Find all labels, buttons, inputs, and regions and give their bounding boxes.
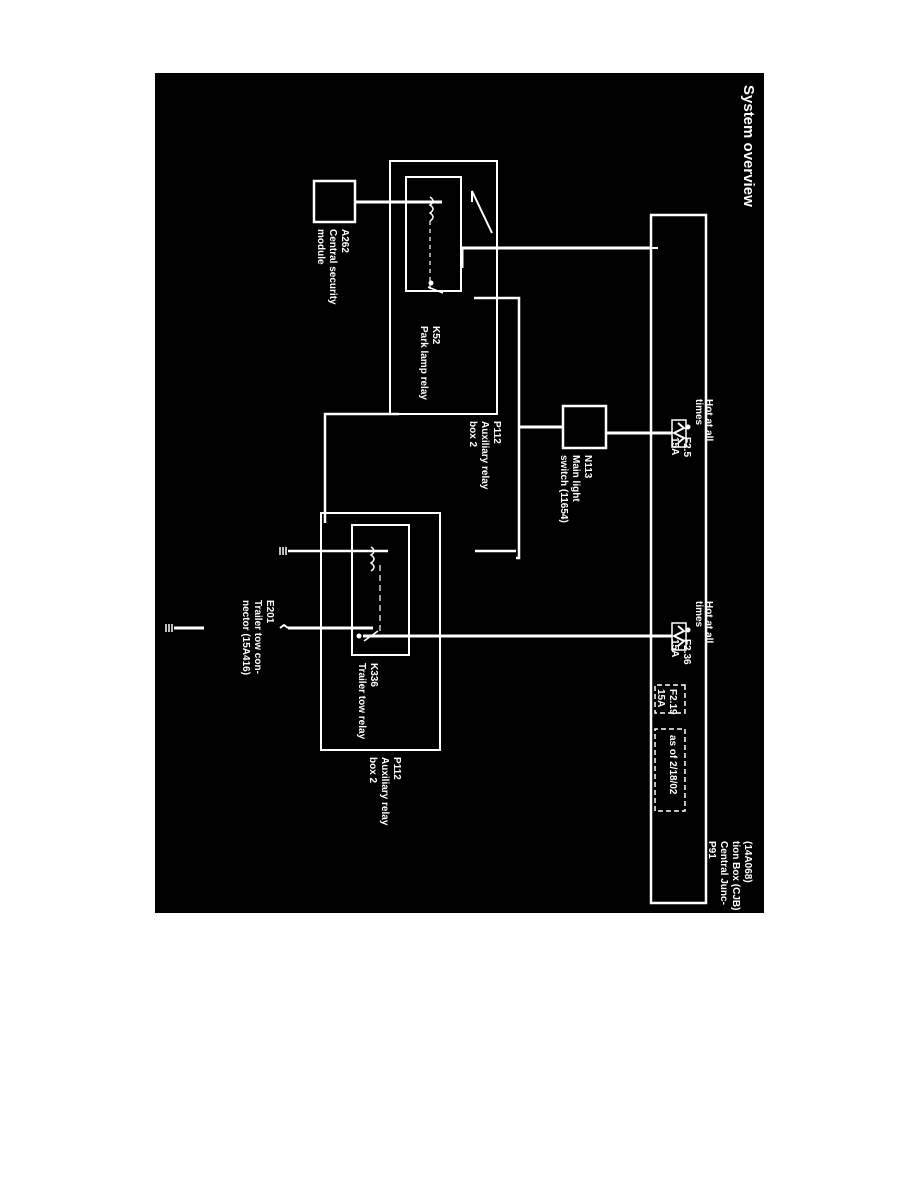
k336-id: K336 <box>368 663 379 687</box>
k52-id: K52 <box>430 326 441 345</box>
a262-line1: Central security <box>327 229 338 305</box>
p112-auxiliary-relay-box-lower <box>320 512 441 751</box>
wire-k52-to-k336 <box>323 412 399 523</box>
p91-label-id: P91 <box>706 841 717 859</box>
fuse-f2-19-note-box <box>654 728 686 812</box>
p112-b-line1: Auxiliary relay <box>379 757 390 826</box>
wire-branch-vertical <box>516 296 521 560</box>
e201-id: E201 <box>264 600 275 624</box>
a262-line2: module <box>315 229 326 265</box>
fuse-f2-5-dot <box>685 424 691 430</box>
k336-line1: Trailer tow relay <box>356 663 367 740</box>
p112-b-id: P112 <box>391 757 402 780</box>
k52-park-lamp-relay-box <box>405 176 462 292</box>
p112-a-line1: Auxiliary relay <box>479 421 490 490</box>
diagram-background <box>155 73 764 913</box>
ground-icon <box>279 547 287 555</box>
n113-id: N113 <box>582 455 593 479</box>
diagram-title: System overview <box>740 85 757 207</box>
fuse-f2-19-note: as of 2/18/02 <box>667 735 678 795</box>
k52-contact-dot <box>428 280 434 286</box>
p112-b-line2: box 2 <box>367 757 378 784</box>
n113-line1: Main light <box>570 455 581 502</box>
hot-at-all-times-label-2b: times <box>693 601 704 628</box>
k52-switch-arm <box>427 286 444 294</box>
e201-line1: Trailer tow con- <box>252 600 263 674</box>
fuse-f2-19-rating: 15A <box>655 689 666 707</box>
k336-switch-arm <box>363 630 379 642</box>
a262-central-security-module-box <box>312 179 357 224</box>
e201-line2: nector (15A416) <box>240 600 251 675</box>
p91-central-junction-box <box>649 213 708 905</box>
fuse-f2-5-rating: 15A <box>669 437 680 455</box>
hot-at-all-times-label-1b: times <box>693 399 704 426</box>
e201-terminal-icon <box>165 624 173 632</box>
p112-a-line2: box 2 <box>467 421 478 448</box>
hot-at-all-times-label-1: Hot at all <box>703 399 714 441</box>
p91-label-line3: (14A068) <box>742 841 753 883</box>
fuse-f2-19-dashed-box <box>654 684 686 714</box>
p91-label-line2: tion Box (CJB) <box>730 841 741 910</box>
e201-connector-icon <box>279 623 289 629</box>
fuse-f2-36-symbol <box>671 625 686 647</box>
p91-label-line1: Central Junc- <box>718 841 729 905</box>
fuse-f2-36-rating: 15A <box>669 639 680 657</box>
n113-line2: switch (11654) <box>558 455 569 523</box>
fuse-f2-19-id: F2.19 <box>667 689 678 715</box>
p112-auxiliary-relay-box-upper <box>389 160 498 415</box>
fuse-f2-36-dot <box>685 627 691 633</box>
fuse-f2-5-id: F2.5 <box>681 437 692 457</box>
rotated-diagram: System overview P91 Central Junc- tion B… <box>165 85 757 910</box>
p112-a-id: P112 <box>491 421 502 444</box>
k52-line1: Park lamp relay <box>418 326 429 400</box>
hot-at-all-times-label-2: Hot at all <box>703 601 714 643</box>
k336-contact-dot <box>356 633 362 639</box>
k336-trailer-tow-relay-box <box>351 524 410 656</box>
wire-k52-feed <box>471 190 493 234</box>
a262-id: A262 <box>339 229 350 253</box>
fuse-f2-36-id: F2.36 <box>681 639 692 665</box>
fuse-f2-5-symbol <box>671 422 686 444</box>
